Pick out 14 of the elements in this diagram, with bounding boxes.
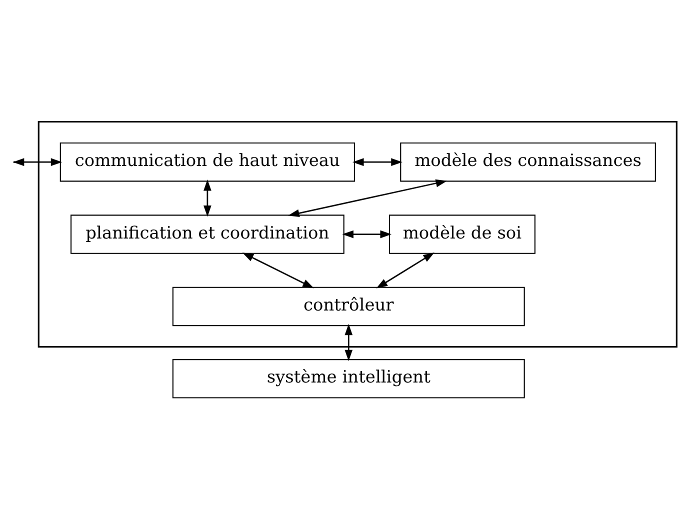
arrow (203, 178, 211, 216)
arrow (342, 230, 392, 238)
node-box: système intelligent (172, 358, 524, 398)
node-box: planification et coordination (70, 214, 344, 254)
arrow (242, 252, 314, 288)
cluster (37, 120, 677, 348)
arrow (344, 323, 352, 361)
arrow (352, 158, 402, 166)
node-box: communication de haut niveau (59, 142, 354, 182)
arrow (376, 252, 434, 288)
node-box: modèle de soi (388, 214, 535, 254)
node-box: contrôleur (172, 286, 524, 326)
node-box: modèle des connaissances (400, 142, 656, 182)
arrow (288, 178, 447, 217)
